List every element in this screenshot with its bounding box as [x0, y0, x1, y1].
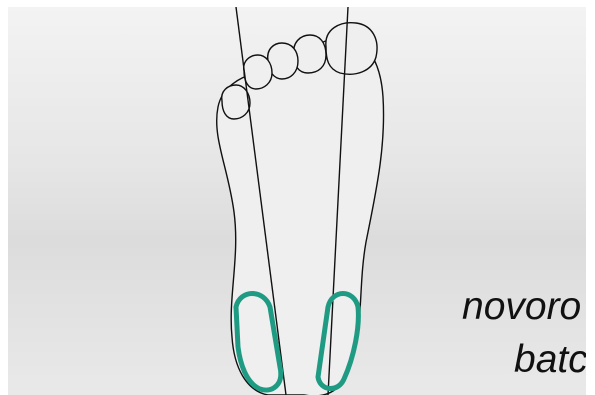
foot-diagram-panel	[8, 7, 595, 395]
fourth-toe	[244, 55, 272, 89]
right-edge-strip	[586, 0, 595, 395]
second-toe	[294, 35, 326, 73]
foot-diagram	[8, 7, 595, 395]
little-toe	[222, 85, 250, 119]
caption-line-2: batc	[514, 340, 588, 379]
caption-line-1: novoro	[462, 287, 581, 326]
big-toe	[326, 23, 377, 75]
